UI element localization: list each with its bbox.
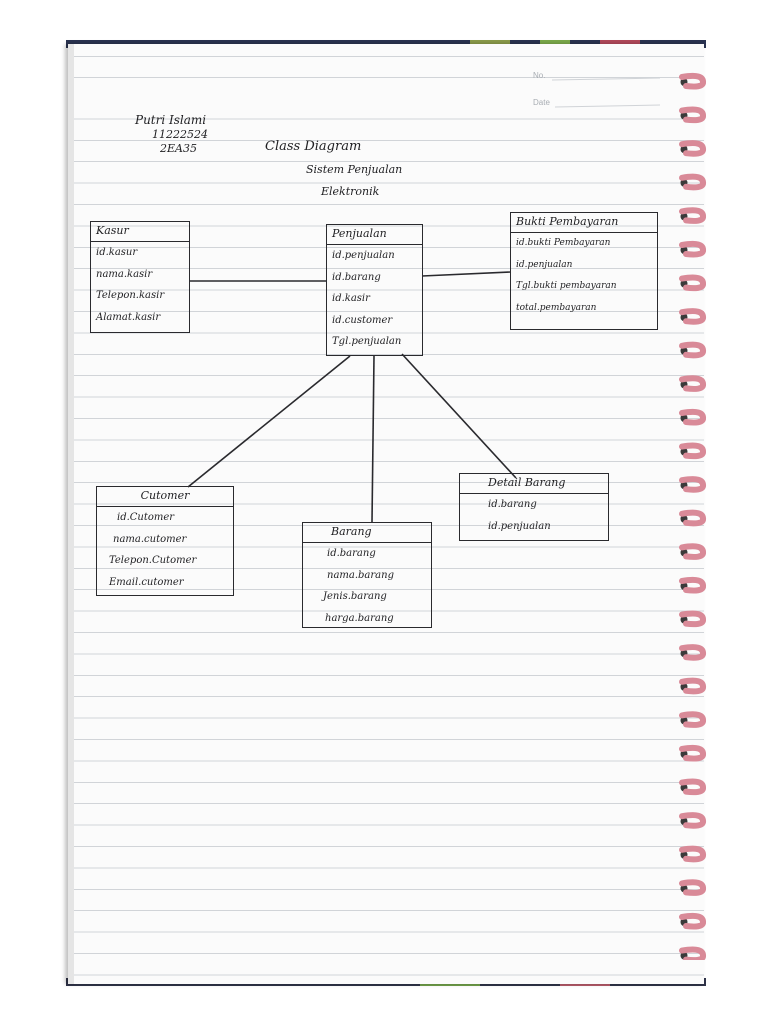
spiral-ring xyxy=(679,812,706,829)
ruled-lines xyxy=(68,44,704,984)
spiral-ring xyxy=(679,476,706,493)
spiral-ring xyxy=(679,240,706,258)
spiral-ring xyxy=(679,946,706,960)
class-penjualan: Penjualan id.penjualan id.barang id.kasi… xyxy=(326,224,423,356)
attr-detail-0: id.barang xyxy=(488,499,537,510)
attr-bukti-2: Tgl.bukti pembayaran xyxy=(516,281,617,291)
spiral-ring xyxy=(679,341,706,359)
author-npm: 11222524 xyxy=(152,128,208,141)
attr-bukti-0: id.bukti Pembayaran xyxy=(516,238,611,248)
attr-kasir-3: Alamat.kasir xyxy=(96,311,161,323)
class-kasir: Kasur id.kasur nama.kasir Telepon.kasir … xyxy=(90,221,190,333)
attr-barang-0: id.barang xyxy=(327,548,376,559)
notebook-page xyxy=(68,44,704,984)
class-customer-name: Cutomer xyxy=(97,487,233,507)
diagram-subtitle-2: Elektronik xyxy=(321,185,380,198)
attr-bukti-1: id.penjualan xyxy=(516,259,573,270)
class-barang-name: Barang xyxy=(303,523,431,543)
spiral-ring xyxy=(679,509,706,527)
attr-customer-1: nama.cutomer xyxy=(113,533,187,545)
class-customer: Cutomer id.Cutomer nama.cutomer Telepon.… xyxy=(96,486,234,596)
spiral-ring xyxy=(679,106,706,124)
attr-customer-2: Telepon.Cutomer xyxy=(109,555,197,566)
author-name: Putri Islami xyxy=(135,113,207,127)
spiral-ring xyxy=(679,72,706,90)
class-detail-name: Detail Barang xyxy=(460,474,608,494)
no-label: No. xyxy=(533,71,546,80)
class-bukti-pembayaran: Bukti Pembayaran id.bukti Pembayaran id.… xyxy=(510,212,658,330)
attr-penjualan-3: id.customer xyxy=(332,314,393,326)
spiral-ring xyxy=(679,408,706,426)
attr-kasir-2: Telepon.kasir xyxy=(96,290,165,301)
spiral-ring xyxy=(679,173,706,191)
attr-bukti-3: total.pembayaran xyxy=(516,302,597,313)
spiral-ring xyxy=(679,140,706,157)
diagram-title: Class Diagram xyxy=(265,139,362,154)
attr-barang-3: harga.barang xyxy=(325,612,394,624)
class-bukti-name: Bukti Pembayaran xyxy=(511,213,657,233)
diagram-subtitle-1: Sistem Penjualan xyxy=(306,163,403,176)
class-detail-barang: Detail Barang id.barang id.penjualan xyxy=(459,473,609,541)
spiral-ring xyxy=(679,442,706,460)
attr-customer-0: id.Cutomer xyxy=(117,512,175,523)
spiral-ring xyxy=(679,543,706,560)
attr-kasir-1: nama.kasir xyxy=(96,268,153,280)
spiral-ring xyxy=(679,677,706,695)
spiral-binding xyxy=(679,72,706,960)
author-class: 2EA35 xyxy=(160,142,197,155)
attr-penjualan-1: id.barang xyxy=(332,271,381,283)
class-penjualan-name: Penjualan xyxy=(327,225,422,245)
spiral-ring xyxy=(679,576,706,594)
spiral-ring xyxy=(679,644,706,661)
spiral-ring xyxy=(679,845,706,863)
attr-detail-1: id.penjualan xyxy=(488,520,551,532)
class-kasir-name: Kasur xyxy=(91,222,189,242)
spiral-ring xyxy=(679,610,706,628)
spiral-ring xyxy=(679,274,706,292)
spiral-ring xyxy=(679,879,706,896)
attr-penjualan-4: Tgl.penjualan xyxy=(332,336,402,347)
spiral-ring xyxy=(679,711,706,728)
attr-barang-2: Jenis.barang xyxy=(323,591,387,602)
page-edge-shadow xyxy=(68,44,74,984)
attr-customer-3: Email.cutomer xyxy=(109,576,184,588)
attr-barang-1: nama.barang xyxy=(327,569,394,581)
spiral-ring xyxy=(679,308,706,325)
attr-penjualan-0: id.penjualan xyxy=(332,250,395,261)
spiral-ring xyxy=(679,778,706,796)
spiral-ring xyxy=(679,375,706,392)
attr-kasir-0: id.kasur xyxy=(96,247,138,258)
spiral-ring xyxy=(679,744,706,762)
date-label: Date xyxy=(533,98,550,107)
spiral-ring xyxy=(679,207,706,224)
attr-penjualan-2: id.kasir xyxy=(332,293,370,304)
spiral-ring xyxy=(679,912,706,930)
class-barang: Barang id.barang nama.barang Jenis.baran… xyxy=(302,522,432,628)
